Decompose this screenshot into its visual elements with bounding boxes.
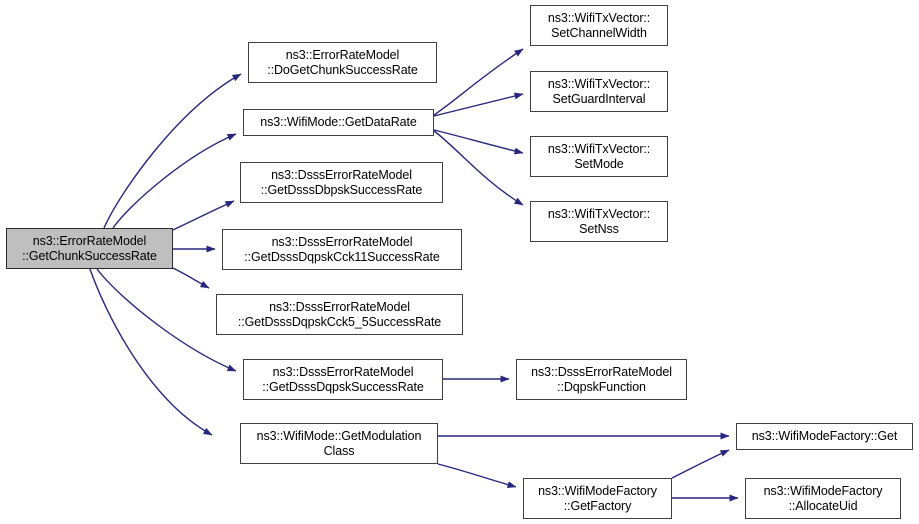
graph-edge-root-to-getdatarate [112, 133, 237, 229]
graph-node-label: ns3::DsssErrorRateModel ::GetDsssDqpskCc… [237, 299, 442, 329]
graph-node-allocateuid[interactable]: ns3::WifiModeFactory ::AllocateUid [745, 478, 901, 519]
graph-node-setguardinterval[interactable]: ns3::WifiTxVector:: SetGuardInterval [530, 71, 668, 112]
graph-edge-getmodclass-to-getfactory [437, 463, 517, 489]
graph-node-label: ns3::WifiMode::GetModulation Class [256, 428, 422, 458]
graph-node-label: ns3::WifiTxVector:: SetMode [547, 141, 651, 171]
graph-node-getdatarate[interactable]: ns3::WifiMode::GetDataRate [243, 109, 434, 136]
graph-edge-root-to-dogetchunk [103, 73, 242, 229]
graph-node-getfactory[interactable]: ns3::WifiModeFactory ::GetFactory [523, 478, 672, 519]
graph-node-label: ns3::DsssErrorRateModel ::GetDsssDqpskSu… [262, 364, 424, 394]
graph-node-label: ns3::WifiMode::GetDataRate [260, 115, 417, 129]
graph-edge-getdatarate-to-setmode [433, 129, 524, 155]
graph-node-label: ns3::WifiTxVector:: SetChannelWidth [547, 10, 651, 40]
graph-node-label: ns3::WifiTxVector:: SetGuardInterval [547, 76, 651, 106]
graph-node-cck55[interactable]: ns3::DsssErrorRateModel ::GetDsssDqpskCc… [216, 294, 463, 335]
graph-edge-getdatarate-to-setnss [433, 130, 524, 206]
graph-node-label: ns3::DsssErrorRateModel ::DqpskFunction [531, 364, 672, 394]
graph-node-factoryget[interactable]: ns3::WifiModeFactory::Get [736, 423, 913, 450]
graph-node-setmode[interactable]: ns3::WifiTxVector:: SetMode [530, 136, 668, 177]
graph-edge-root-to-dbpsk [172, 200, 235, 231]
graph-edge-root-to-cck55 [172, 267, 210, 289]
graph-node-label: ns3::ErrorRateModel ::GetChunkSuccessRat… [22, 233, 157, 263]
graph-node-label: ns3::WifiModeFactory ::GetFactory [538, 483, 657, 513]
graph-edge-getfactory-to-factoryget [671, 449, 730, 479]
graph-node-dogetchunk[interactable]: ns3::ErrorRateModel ::DoGetChunkSuccessR… [248, 42, 437, 83]
graph-node-getmodclass[interactable]: ns3::WifiMode::GetModulation Class [240, 423, 438, 464]
graph-node-cck11[interactable]: ns3::DsssErrorRateModel ::GetDsssDqpskCc… [222, 229, 462, 270]
graph-node-label: ns3::WifiTxVector:: SetNss [547, 206, 651, 236]
graph-node-label: ns3::WifiModeFactory ::AllocateUid [763, 483, 883, 513]
graph-node-label: ns3::WifiModeFactory::Get [751, 429, 898, 443]
graph-node-dqpsk[interactable]: ns3::DsssErrorRateModel ::GetDsssDqpskSu… [243, 359, 443, 400]
graph-edge-getdatarate-to-setchannelwidth [433, 48, 524, 116]
graph-node-setnss[interactable]: ns3::WifiTxVector:: SetNss [530, 201, 668, 242]
graph-node-label: ns3::DsssErrorRateModel ::GetDsssDbpskSu… [260, 167, 423, 197]
graph-node-dqpskfunction[interactable]: ns3::DsssErrorRateModel ::DqpskFunction [516, 359, 687, 400]
graph-node-setchannelwidth[interactable]: ns3::WifiTxVector:: SetChannelWidth [530, 5, 668, 46]
graph-edge-getdatarate-to-setguardinterval [433, 92, 524, 117]
graph-node-root[interactable]: ns3::ErrorRateModel ::GetChunkSuccessRat… [6, 228, 173, 269]
graph-node-label: ns3::DsssErrorRateModel ::GetDsssDqpskCc… [244, 234, 440, 264]
graph-node-label: ns3::ErrorRateModel ::DoGetChunkSuccessR… [267, 47, 418, 77]
graph-edge-root-to-getmodclass [89, 268, 213, 436]
graph-node-dbpsk[interactable]: ns3::DsssErrorRateModel ::GetDsssDbpskSu… [240, 162, 443, 203]
